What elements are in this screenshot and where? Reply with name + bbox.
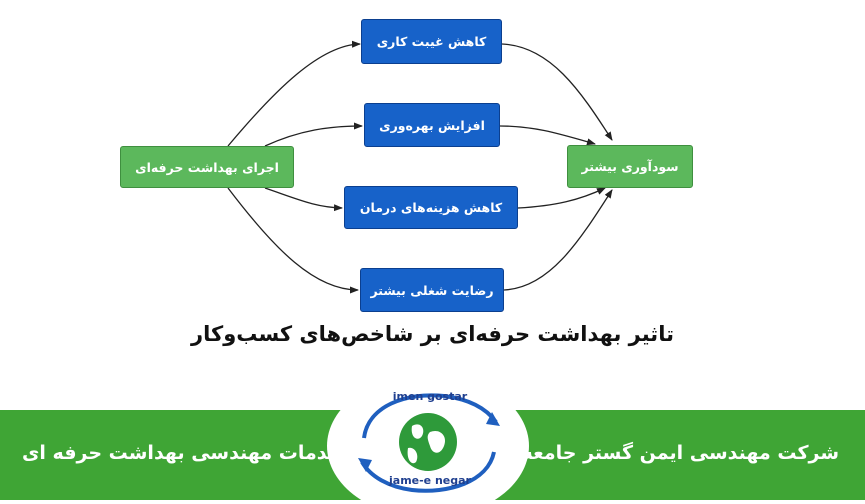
node-job-satisfaction: رضایت شغلی بیشتر — [360, 268, 504, 312]
bottom-swoosh-icon — [360, 451, 496, 493]
node-target: سودآوری بیشتر — [567, 145, 693, 188]
node-cost-reduction: کاهش هزینه‌های درمان — [344, 186, 518, 229]
edge-satisfaction-to-profit — [503, 189, 613, 291]
logo-bottom-text: jame-e negar — [388, 474, 472, 487]
edge-source-to-satisfaction — [227, 187, 359, 294]
edge-source-to-absence — [227, 40, 361, 147]
node-absence-reduction: کاهش غیبت کاری — [361, 19, 502, 64]
edge-source-to-productivity — [264, 122, 363, 147]
edge-source-to-costs — [264, 187, 343, 212]
node-source: اجرای بهداشت حرفه‌ای — [120, 146, 294, 188]
node-productivity: افزایش بهره‌وری — [364, 103, 500, 147]
company-logo: imen gostar jame-e negar — [326, 366, 531, 504]
node-job-satisfaction-label: رضایت شغلی بیشتر — [370, 282, 494, 298]
footer-company-name: شرکت مهندسی ایمن گستر جامعه نگر — [485, 442, 839, 464]
node-source-label: اجرای بهداشت حرفه‌ای — [135, 159, 279, 175]
edge-absence-to-profit — [501, 43, 613, 141]
node-absence-reduction-label: کاهش غیبت کاری — [376, 34, 487, 49]
edge-costs-to-profit — [517, 187, 606, 209]
top-swoosh-icon — [362, 393, 498, 439]
node-target-label: سودآوری بیشتر — [581, 159, 679, 174]
node-cost-reduction-label: کاهش هزینه‌های درمان — [359, 200, 503, 215]
globe-icon — [399, 413, 457, 471]
node-productivity-label: افزایش بهره‌وری — [379, 117, 485, 133]
edge-productivity-to-profit — [499, 125, 596, 146]
flow-diagram — [227, 40, 613, 294]
diagram-caption: تاثیر بهداشت حرفه‌ای بر شاخص‌های کسب‌وکا… — [191, 322, 674, 346]
logo-top-text: imen gostar — [393, 390, 468, 403]
